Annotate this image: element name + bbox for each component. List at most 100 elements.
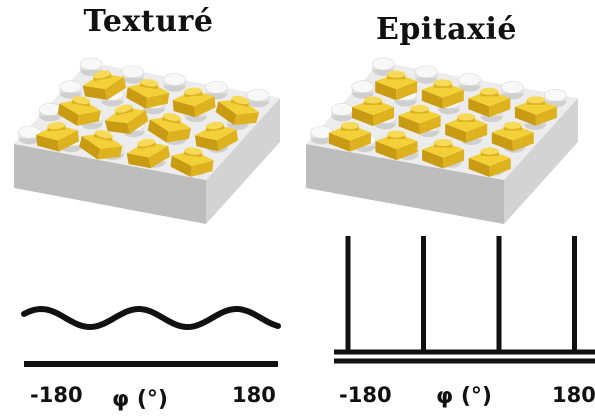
yellow-block-stud-top	[184, 147, 203, 155]
yellow-block	[147, 113, 192, 143]
yellow-block-left-face	[375, 141, 397, 161]
yellow-block-stud-top	[93, 70, 111, 79]
yellow-block-stud-top	[387, 130, 406, 138]
yellow-block-top-face	[171, 150, 214, 166]
yellow-block-top-face	[36, 124, 78, 141]
yellow-block-right-face	[466, 123, 488, 143]
yellow-block	[57, 96, 101, 126]
yellow-block-stud-top	[434, 138, 453, 147]
yellow-block-stud-top	[480, 147, 499, 155]
yellow-block-right-face	[76, 110, 101, 126]
yellow-block-top-face	[81, 133, 123, 149]
yellow-block	[126, 79, 170, 109]
yellow-block	[170, 147, 214, 177]
yellow-block-right-face	[190, 160, 214, 177]
yellow-block	[491, 121, 534, 152]
yellow-block-right-face	[419, 115, 441, 135]
yellow-block-stud-top	[480, 87, 499, 95]
white-peg-top	[59, 80, 82, 93]
yellow-block-left-face	[82, 85, 108, 100]
yellow-block-stud-top	[231, 95, 250, 105]
yellow-block-right-face	[97, 146, 123, 160]
yellow-block-stud-top	[503, 121, 522, 129]
yellow-block	[126, 138, 170, 169]
yellow-block-right-face	[148, 145, 170, 169]
yellow-block	[215, 95, 260, 126]
yellow-block-top-face	[514, 98, 557, 115]
yellow-block-top-face	[218, 99, 260, 115]
yellow-block-right-face	[233, 112, 260, 126]
white-peg-top	[163, 73, 186, 86]
yellow-block-top-face	[445, 115, 488, 132]
yellow-block-top-face	[59, 99, 101, 115]
white-peg-top	[121, 65, 145, 79]
yellow-block-right-face	[396, 141, 418, 161]
yellow-block-left-face	[445, 123, 467, 143]
yellow-block-left-face	[126, 153, 151, 169]
yellow-block-top-face	[398, 107, 441, 124]
white-peg-top	[371, 57, 395, 71]
epitaxy-scene	[306, 57, 595, 364]
epitaxy-axis-min-label: -180	[339, 383, 392, 407]
white-peg-top	[205, 81, 228, 94]
yellow-block-left-face	[514, 106, 536, 126]
texture-substrate-block	[14, 57, 280, 224]
yellow-block-top-face	[421, 81, 464, 98]
yellow-block	[398, 104, 441, 135]
yellow-block-left-face	[57, 103, 79, 126]
yellow-block-left-face	[194, 135, 219, 152]
yellow-block-left-face	[172, 100, 196, 118]
yellow-block	[352, 96, 394, 126]
white-peg-top	[330, 103, 354, 116]
yellow-block-top-face	[149, 116, 192, 132]
yellow-block-right-face	[145, 92, 170, 109]
yellow-block	[468, 87, 511, 118]
epitaxy-phi-profile	[334, 236, 595, 364]
yellow-block-left-face	[170, 155, 192, 177]
yellow-block-left-face	[328, 132, 350, 152]
yellow-block-top-face	[352, 99, 394, 115]
white-peg-top	[246, 88, 270, 102]
substrate-front-face	[306, 144, 504, 224]
yellow-block-right-face	[127, 110, 149, 134]
substrate-side-face	[206, 98, 280, 224]
yellow-block-stud-top	[364, 96, 382, 104]
yellow-block-top-face	[328, 124, 371, 141]
yellow-block	[79, 130, 123, 160]
yellow-block-top-face	[468, 90, 511, 107]
epitaxy-axis-phi-label: φ (°)	[436, 384, 492, 409]
yellow-block-right-face	[349, 132, 371, 152]
white-peg-top	[18, 125, 41, 139]
yellow-block-right-face	[489, 158, 511, 177]
yellow-block-left-face	[421, 89, 443, 109]
yellow-block-top-face	[468, 150, 511, 166]
yellow-block-left-face	[147, 119, 169, 143]
yellow-block	[445, 113, 488, 143]
epitaxy-title: Epitaxié	[376, 12, 517, 47]
yellow-block-stud-top	[526, 96, 545, 104]
yellow-block-stud-top	[205, 121, 224, 130]
yellow-block-right-face	[489, 98, 511, 118]
texture-axis-min-label: -180	[30, 383, 83, 407]
yellow-block	[36, 121, 80, 152]
yellow-block-left-face	[375, 81, 397, 101]
yellow-block-top-face	[422, 141, 465, 158]
yellow-block-right-face	[535, 106, 557, 126]
yellow-block	[375, 70, 418, 101]
yellow-block-stud-top	[114, 104, 133, 113]
yellow-block-stud-top	[72, 96, 91, 104]
yellow-block-right-face	[194, 96, 216, 118]
yellow-block-left-face	[468, 158, 490, 177]
epitaxy-panel: Epitaxié -180 φ (°) 180	[298, 0, 595, 420]
yellow-block	[104, 104, 149, 134]
yellow-block-left-face	[215, 101, 237, 126]
yellow-block-left-face	[352, 107, 373, 126]
yellow-block	[172, 87, 216, 118]
yellow-block-top-face	[82, 73, 124, 90]
yellow-block-left-face	[104, 120, 130, 134]
texture-axis-max-label: 180	[232, 383, 276, 407]
yellow-block-right-face	[443, 149, 465, 169]
yellow-block	[82, 70, 127, 100]
substrate-front-face	[14, 144, 206, 224]
yellow-block-top-face	[127, 81, 170, 98]
